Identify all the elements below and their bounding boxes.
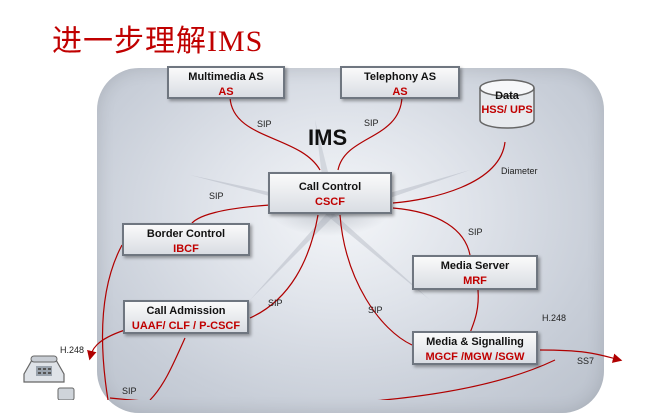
telephony-as-box[interactable]: Telephony AS AS <box>340 66 460 99</box>
data-name: Data <box>495 90 519 102</box>
link-label-sip: SIP <box>468 227 483 237</box>
multimedia-as-name: Multimedia AS <box>188 71 264 83</box>
multimedia-as-sub: AS <box>218 86 234 98</box>
link-label-sip: SIP <box>364 118 379 128</box>
call-control-name: Call Control <box>298 181 362 193</box>
link-label-sip: SIP <box>209 191 224 201</box>
data-cylinder <box>479 79 535 129</box>
call-admission-name: Call Admission <box>146 305 226 317</box>
call-admission-box[interactable]: Call Admission UAAF/ CLF / P-CSCF <box>123 300 249 334</box>
data-sub: HSS/ UPS <box>481 104 533 116</box>
device-icon <box>57 387 75 400</box>
link-label-sip: SIP <box>268 298 283 308</box>
page-title: 进一步理解IMS <box>52 25 264 58</box>
media-signalling-name: Media & Signalling <box>426 336 524 348</box>
media-signalling-box[interactable]: Media & Signalling MGCF /MGW /SGW <box>412 331 538 365</box>
telephony-as-name: Telephony AS <box>363 71 437 83</box>
telephone-icon <box>23 355 65 383</box>
media-server-sub: MRF <box>463 275 487 287</box>
media-server-box[interactable]: Media Server MRF <box>412 255 538 290</box>
call-admission-sub: UAAF/ CLF / P-CSCF <box>131 320 241 332</box>
multimedia-as-box[interactable]: Multimedia AS AS <box>167 66 285 99</box>
link-label-sip: SIP <box>122 386 137 396</box>
call-control-sub: CSCF <box>315 196 345 208</box>
data-node[interactable]: Data HSS/ UPS <box>478 80 536 126</box>
link-label-sip: SIP <box>257 119 272 129</box>
media-signalling-sub: MGCF /MGW /SGW <box>425 351 525 363</box>
media-server-name: Media Server <box>440 260 510 272</box>
border-control-sub: IBCF <box>173 243 199 255</box>
link-label-diameter: Diameter <box>501 166 538 176</box>
link-label-ss7: SS7 <box>577 356 595 366</box>
ims-title: IMS <box>308 125 348 150</box>
border-control-box[interactable]: Border Control IBCF <box>122 223 250 256</box>
call-control-box[interactable]: Call Control CSCF <box>268 172 392 214</box>
link-label-sip: SIP <box>368 305 383 315</box>
link-label-h248: H.248 <box>60 345 85 355</box>
link-label-h248: H.248 <box>542 313 567 323</box>
border-control-name: Border Control <box>146 228 226 240</box>
line-mmas-cscf <box>229 96 321 171</box>
telephony-as-sub: AS <box>392 86 408 98</box>
